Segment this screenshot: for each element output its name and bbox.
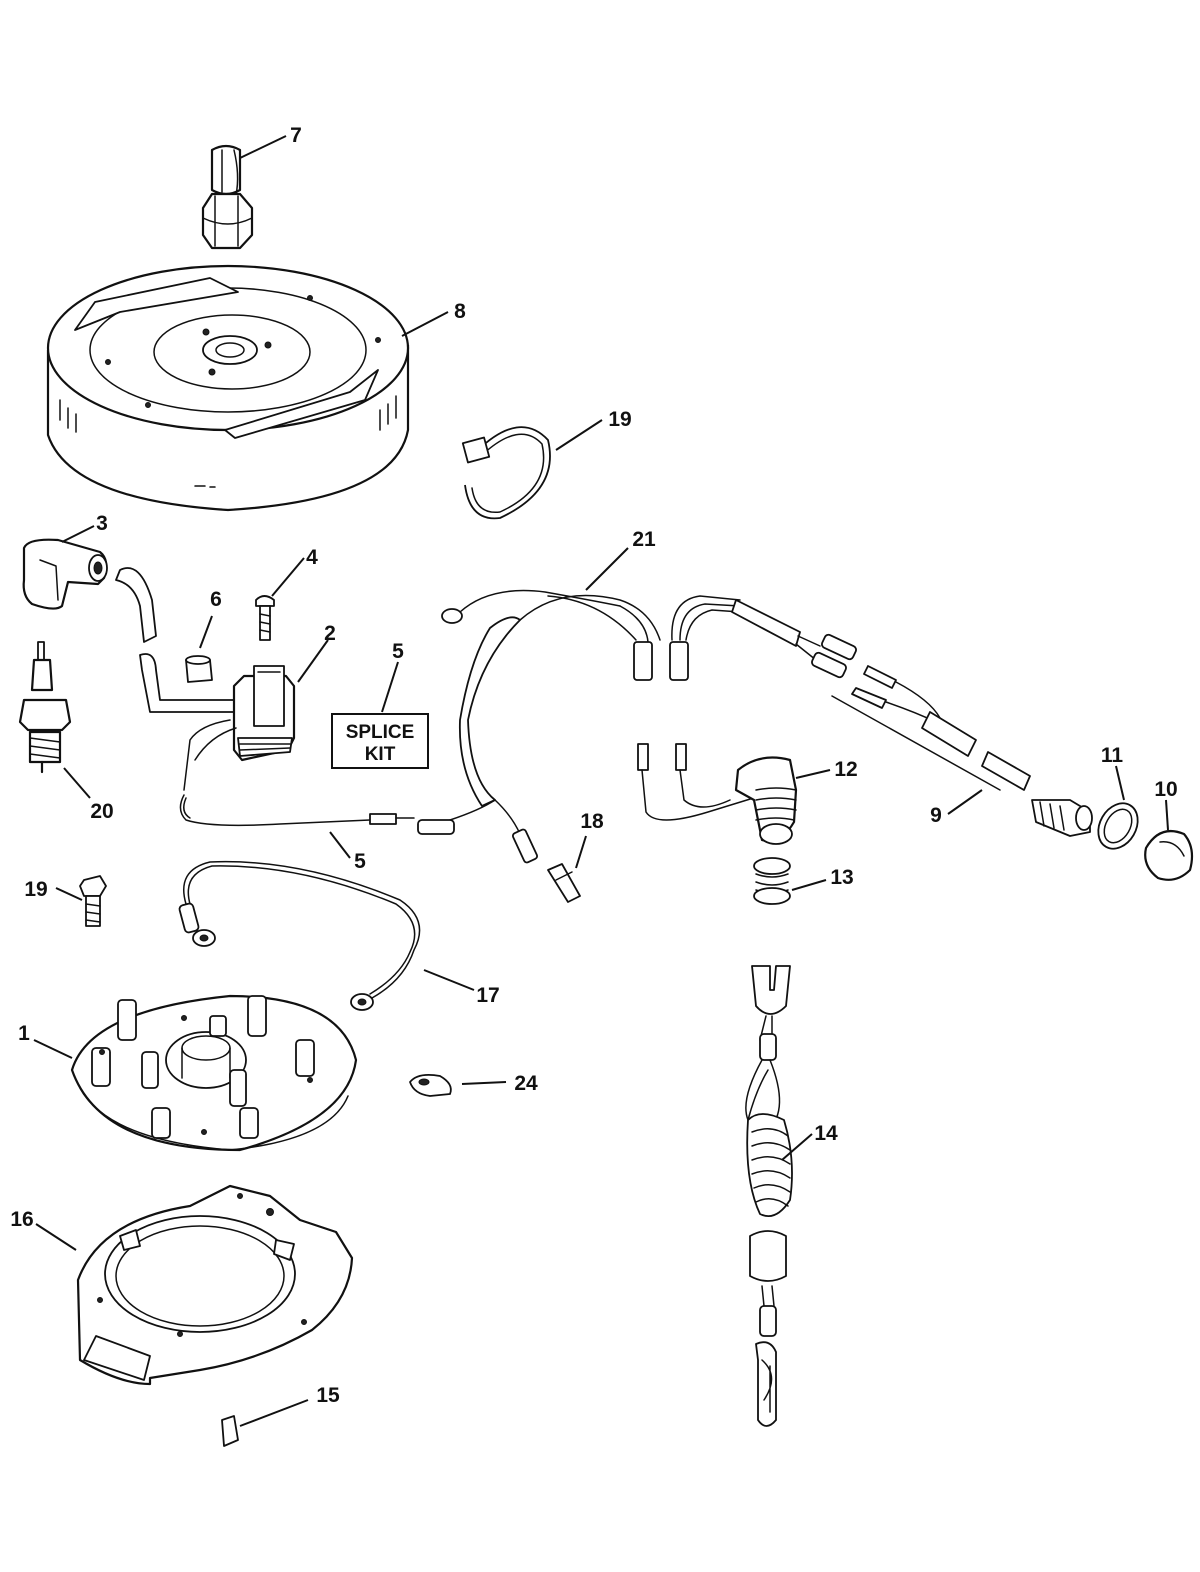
switch-cap <box>1144 830 1194 881</box>
callout-17: 17 <box>476 984 499 1007</box>
callout-15: 15 <box>316 1384 340 1407</box>
trigger-plate <box>76 1184 354 1386</box>
ignition-coil <box>183 665 296 791</box>
callout-1: 1 <box>18 1022 30 1045</box>
stop-switch-lead <box>831 665 1093 837</box>
callout-5-upper: 5 <box>392 640 404 663</box>
grommet <box>185 655 213 683</box>
callout-19-upper: 19 <box>608 408 631 431</box>
callout-10: 10 <box>1154 778 1177 801</box>
callout-8: 8 <box>454 300 466 323</box>
spring <box>753 857 791 905</box>
hose-clamp <box>461 426 551 520</box>
callout-5-lower: 5 <box>354 850 366 873</box>
callout-9: 9 <box>930 804 942 827</box>
terminal-connector <box>547 863 581 903</box>
ground-strap <box>178 860 421 1011</box>
high-tension-lead <box>115 567 237 713</box>
callout-19-lower: 19 <box>24 878 47 901</box>
leader-lines <box>33 135 1169 1427</box>
splice-kit-label-line1: SPLICE <box>346 722 415 743</box>
woodruff-key <box>221 1415 239 1447</box>
splice-wire <box>179 794 415 827</box>
callout-2: 2 <box>324 622 336 645</box>
flywheel <box>46 264 410 512</box>
callout-7: 7 <box>290 124 302 147</box>
callout-labels: 7 8 19 3 4 6 2 5 21 20 5 18 12 9 11 10 1… <box>10 124 1177 1407</box>
callout-16: 16 <box>10 1208 33 1231</box>
lanyard <box>745 965 793 1427</box>
callout-12: 12 <box>834 758 857 781</box>
callout-11: 11 <box>1101 744 1124 767</box>
splice-kit-label-line2: KIT <box>365 744 396 765</box>
wire-clip <box>409 1073 452 1097</box>
retaining-ring <box>1097 802 1139 850</box>
stop-switch <box>637 743 798 845</box>
callout-14: 14 <box>814 1122 838 1145</box>
spark-plug <box>18 641 72 774</box>
callout-24: 24 <box>514 1072 538 1095</box>
wiring-harness <box>417 589 857 864</box>
mounting-screw <box>255 595 275 641</box>
callout-3: 3 <box>96 512 108 535</box>
stator <box>70 994 358 1152</box>
callout-18: 18 <box>580 810 604 833</box>
callout-21: 21 <box>632 528 656 551</box>
callout-4: 4 <box>306 546 318 569</box>
callout-20: 20 <box>90 800 113 823</box>
callout-6: 6 <box>210 588 222 611</box>
callout-13: 13 <box>830 866 853 889</box>
bolt <box>79 875 107 927</box>
flywheel-nut <box>201 144 254 250</box>
splice-kit-box: SPLICE KIT <box>331 713 429 769</box>
spark-plug-boot <box>22 538 108 610</box>
stator-posts <box>91 995 315 1139</box>
